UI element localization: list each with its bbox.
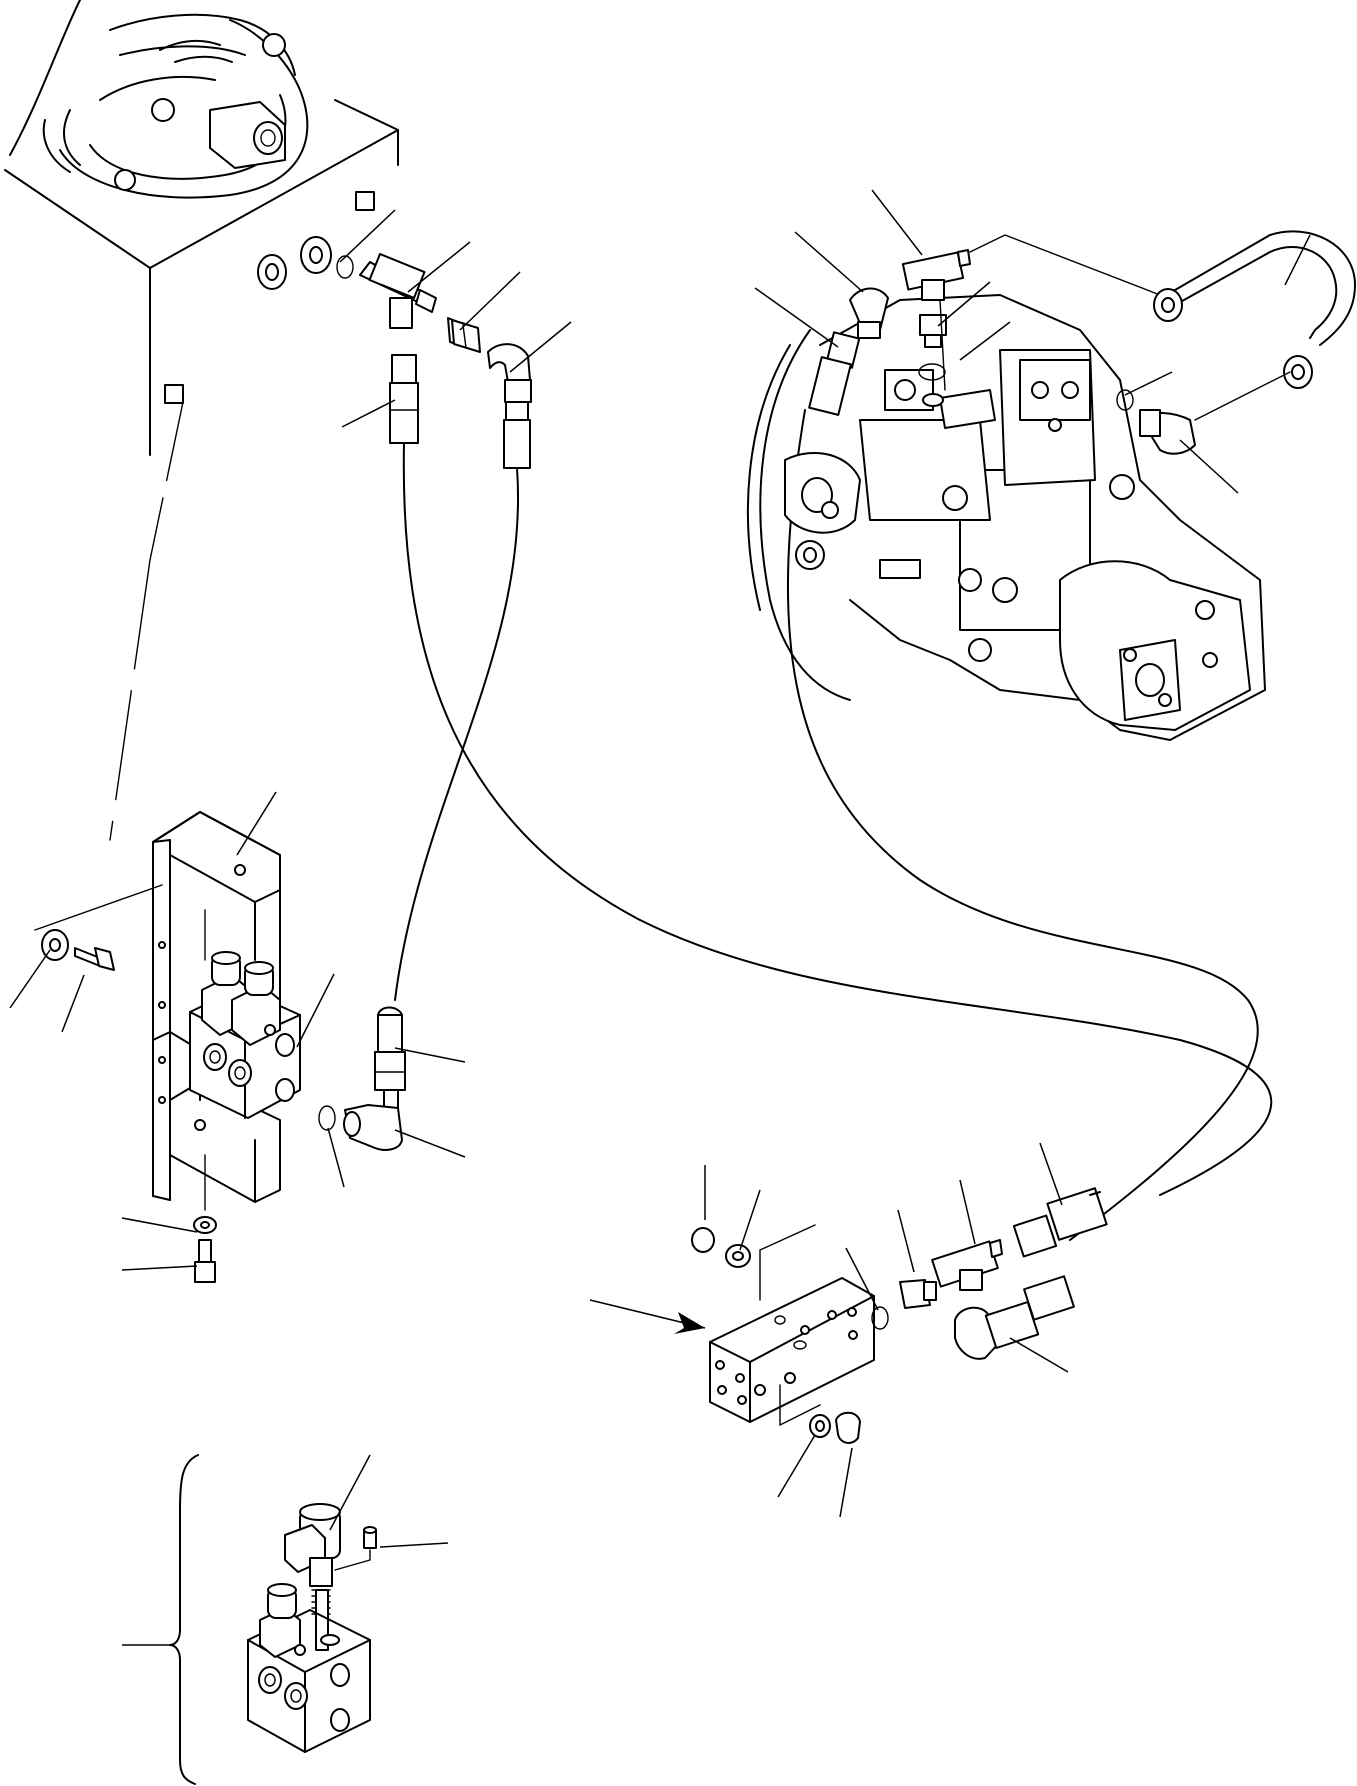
block-elbow (954, 1275, 1075, 1360)
leader-pump-tee (871, 189, 923, 256)
leader-washer-left (9, 949, 51, 1009)
leader-block-hose-top (1039, 1142, 1063, 1206)
tank-port-washers (257, 236, 332, 290)
leader-block-elbow (1009, 1337, 1069, 1373)
tank-lug-left (164, 384, 184, 404)
mid-hose-fittings (318, 1006, 406, 1151)
tank-hose-left (389, 354, 419, 444)
leader-tank-tee (407, 241, 471, 293)
pump-elbow45 (849, 287, 889, 339)
left-washer-bolt (41, 929, 115, 971)
tank-lug-top (355, 191, 375, 211)
hydraulic-tank (4, 0, 399, 841)
pump-hose-end (808, 331, 861, 416)
leader-washer-bottom (121, 1217, 198, 1233)
leader-tank-elbow (509, 321, 572, 373)
leader-pump-elbow45 (794, 231, 864, 293)
leader-pump-hose (754, 287, 839, 348)
block-hose-top (1012, 1187, 1108, 1258)
mid-oring (318, 1105, 336, 1131)
block-tee (931, 1239, 1003, 1291)
leader-pump-elbow-right (1179, 439, 1239, 494)
leader-oring-mid (327, 1127, 345, 1188)
cartridge-block (247, 1583, 371, 1753)
cartridge-valve (284, 1503, 341, 1651)
leader-cartridge (329, 1454, 371, 1531)
pump-front-flange (784, 451, 861, 570)
leader-bolt-bottom (121, 1265, 198, 1271)
block-plug-b (835, 1411, 861, 1444)
leader-tank-adapter (459, 271, 521, 331)
pump-tube (1153, 230, 1356, 421)
bottom-washer-bolt (193, 1216, 217, 1283)
tank-oring (336, 255, 354, 279)
leader-bracket (236, 791, 277, 856)
leader-pump-tube (1284, 234, 1311, 286)
tank-elbow (487, 343, 532, 403)
hoses (394, 409, 1273, 1241)
leader-block-plug-b (839, 1447, 853, 1518)
leader-lines (9, 189, 1311, 1646)
leader-pump-oring (959, 321, 1011, 361)
leader-tank-hose-left (341, 399, 396, 428)
manifold-fittings (691, 1187, 1108, 1444)
block-plug-a (691, 1227, 715, 1253)
leader-solenoid-valve (296, 973, 335, 1048)
tank-fittings (336, 253, 532, 469)
leader-pump-oring-right (1124, 371, 1173, 396)
cartridge-assembly (169, 1454, 377, 1785)
pump-fittings (808, 230, 1356, 455)
leader-tank-oring (339, 209, 396, 263)
solenoid-valve (189, 951, 301, 1119)
pump-adapter (919, 314, 947, 348)
block-oring (871, 1306, 889, 1330)
block-adapter (899, 1279, 937, 1309)
pump-control-block (884, 369, 996, 429)
pump-elbow-right (1139, 409, 1196, 455)
leader-block-tee (959, 1179, 976, 1245)
leader-bolt-left (61, 974, 85, 1033)
leader-hose-fitting-mid (394, 1047, 466, 1063)
leader-pump-adapter (937, 281, 991, 327)
leader-block-adapter (897, 1209, 915, 1273)
pump-tee (901, 249, 971, 301)
tank-hose-right (503, 401, 531, 469)
manifold-block (709, 1224, 875, 1427)
pump-oring-right (1116, 389, 1134, 411)
view-arrow-head (674, 1312, 705, 1334)
leader-cartridge-screw (379, 1542, 449, 1548)
tank-adapter (447, 317, 481, 353)
pump-port (922, 393, 944, 407)
leader-block-washer-a (739, 1189, 761, 1251)
pump-gear-section (1059, 560, 1251, 731)
leader-elbow-mid (394, 1129, 466, 1158)
leader-block-washer-b (777, 1434, 816, 1498)
tank-tee (359, 253, 437, 329)
main-pump (746, 294, 1266, 741)
pump-oring (918, 363, 946, 381)
cartridge-screw (334, 1526, 377, 1571)
tank-cover (42, 13, 309, 199)
leader-block-oring (845, 1247, 879, 1311)
